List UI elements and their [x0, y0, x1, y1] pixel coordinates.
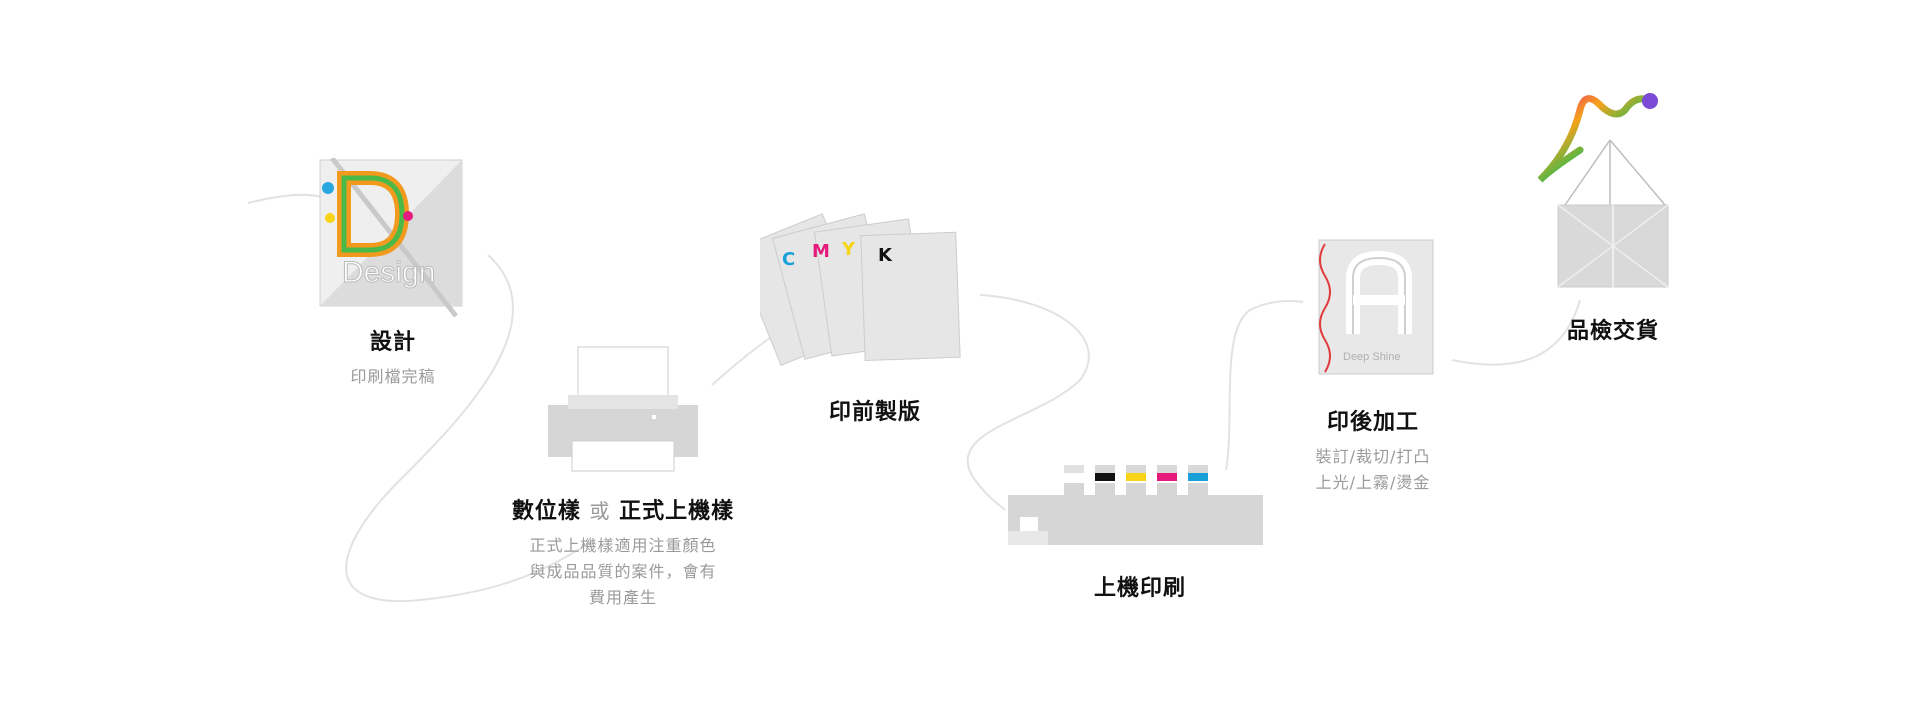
step-proof-desc-line2: 與成品品質的案件，會有	[529, 562, 717, 581]
step-proof-desc-line1: 正式上機樣適用注重顏色	[529, 536, 717, 555]
plate-letter-y: Y	[841, 239, 856, 260]
printing-press-icon	[1008, 465, 1263, 545]
plate-letter-m: M	[812, 241, 830, 262]
step-proof: 數位樣 或 正式上機樣 正式上機樣適用注重顏色 與成品品質的案件，會有 費用產生	[500, 493, 746, 611]
step-proof-desc-line3: 費用產生	[588, 588, 657, 607]
step-plate: 印前製版	[790, 394, 960, 426]
step-design: 設計 印刷檔完稿	[318, 324, 468, 390]
postpress-icon: Deep Shine	[1313, 238, 1435, 376]
step-proof-title-or: 或	[589, 499, 611, 523]
step-postpress: 印後加工 裝訂/裁切/打凸 上光/上霧/燙金	[1300, 404, 1446, 496]
step-postpress-desc-line1: 裝訂/裁切/打凸	[1315, 447, 1431, 466]
delivery-icon	[1500, 55, 1670, 290]
design-icon: Design	[318, 156, 468, 318]
cmyk-plates-icon: C M Y K	[733, 205, 980, 385]
step-delivery: 品檢交貨	[1548, 313, 1678, 345]
printer-icon	[548, 345, 698, 475]
step-printing: 上機印刷	[1060, 570, 1220, 602]
step-postpress-title: 印後加工	[1326, 410, 1419, 435]
step-delivery-title: 品檢交貨	[1566, 319, 1659, 344]
step-proof-title-digital: 數位樣	[511, 499, 581, 524]
step-design-title: 設計	[369, 330, 416, 355]
step-proof-title-press: 正式上機樣	[619, 499, 735, 524]
plate-letter-c: C	[782, 249, 795, 270]
step-printing-title: 上機印刷	[1093, 576, 1186, 601]
design-icon-text: Design	[342, 256, 435, 289]
step-plate-title: 印前製版	[828, 400, 921, 425]
step-postpress-desc-line2: 上光/上霧/燙金	[1315, 473, 1431, 492]
postpress-icon-text: Deep Shine	[1343, 351, 1401, 363]
plate-letter-k: K	[878, 245, 893, 266]
step-proof-title: 數位樣 或 正式上機樣	[500, 493, 746, 525]
step-design-desc: 印刷檔完稿	[350, 367, 436, 386]
